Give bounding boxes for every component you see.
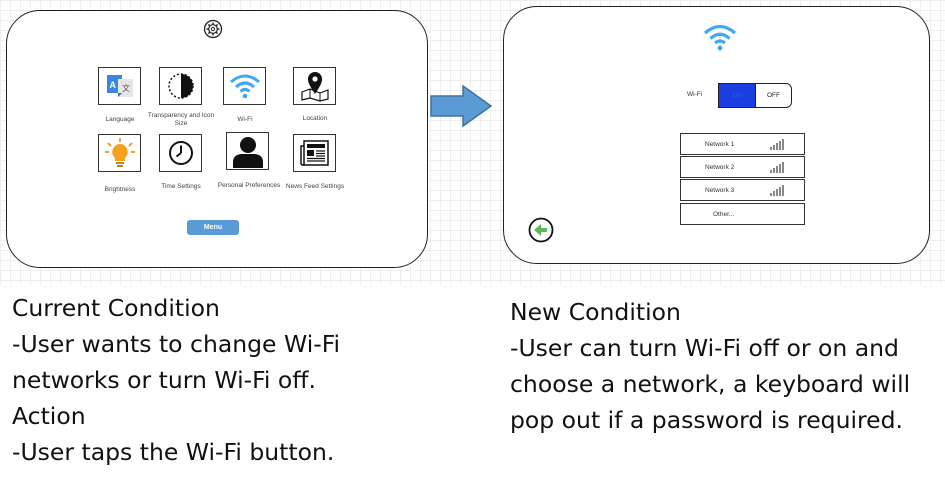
caption-line: -User wants to change Wi-Fi xyxy=(12,330,341,358)
tile-label: Language xyxy=(105,116,135,123)
tile-label: Transparency and Icon Size xyxy=(147,112,215,127)
network-item[interactable]: Network 1 xyxy=(680,133,805,155)
clock-icon xyxy=(168,141,193,165)
tile-newsfeed[interactable] xyxy=(293,134,336,172)
tile-label: Brightness xyxy=(104,186,136,193)
new-condition-caption: New Condition -User can turn Wi-Fi off o… xyxy=(510,294,910,438)
network-name: Other... xyxy=(713,211,735,218)
wifi-icon xyxy=(229,74,260,99)
contrast-icon xyxy=(167,73,194,99)
network-name: Network 2 xyxy=(705,164,735,171)
caption-line: choose a network, a keyboard will xyxy=(510,370,911,398)
caption-line: Current Condition xyxy=(12,294,220,322)
tile-time[interactable] xyxy=(159,134,202,172)
wifi-off-toggle[interactable]: OFF xyxy=(755,83,792,108)
tile-label: Wi-Fi xyxy=(237,116,253,123)
network-other-item[interactable]: Other... xyxy=(680,203,805,225)
svg-text:文: 文 xyxy=(122,83,130,93)
tile-brightness[interactable] xyxy=(98,134,141,172)
tile-personal[interactable] xyxy=(226,132,269,170)
newspaper-icon xyxy=(299,140,329,166)
caption-line: networks or turn Wi-Fi off. xyxy=(12,366,316,394)
signal-bars-icon xyxy=(770,162,784,173)
menu-button[interactable]: Menu xyxy=(187,220,239,235)
caption-line: Action xyxy=(12,402,86,430)
caption-line: -User can turn Wi-Fi off or on and xyxy=(510,334,899,362)
caption-line: New Condition xyxy=(510,298,681,326)
location-pin-icon xyxy=(300,72,329,102)
tile-label: Location xyxy=(302,115,328,122)
network-item[interactable]: Network 3 xyxy=(680,179,805,201)
gear-icon[interactable] xyxy=(203,19,223,39)
network-name: Network 3 xyxy=(705,187,735,194)
tile-label: Time Settings xyxy=(161,183,201,190)
tile-wifi[interactable] xyxy=(223,67,266,105)
network-item[interactable]: Network 2 xyxy=(680,156,805,178)
tile-location[interactable] xyxy=(293,67,336,105)
tile-transparency[interactable] xyxy=(159,67,202,105)
caption-line: -User taps the Wi-Fi button. xyxy=(12,438,335,466)
wifi-icon xyxy=(703,24,737,51)
tile-label: Personal Preferences xyxy=(217,182,281,189)
right-arrow-icon xyxy=(430,84,493,128)
current-condition-caption: Current Condition -User wants to change … xyxy=(12,290,340,470)
caption-line: pop out if a password is required. xyxy=(510,406,903,434)
network-name: Network 1 xyxy=(705,141,735,148)
wifi-on-toggle[interactable]: On xyxy=(718,83,756,108)
signal-bars-icon xyxy=(770,139,784,150)
wifi-label: Wi-Fi xyxy=(687,91,703,98)
tile-language[interactable]: A 文 xyxy=(98,67,141,105)
signal-bars-icon xyxy=(770,185,784,196)
language-icon: A 文 xyxy=(106,75,133,97)
tile-label: News Feed Settings xyxy=(285,183,345,190)
svg-text:A: A xyxy=(109,80,116,90)
back-arrow-icon[interactable] xyxy=(528,217,554,243)
person-icon xyxy=(232,137,263,168)
lightbulb-icon xyxy=(104,138,135,167)
